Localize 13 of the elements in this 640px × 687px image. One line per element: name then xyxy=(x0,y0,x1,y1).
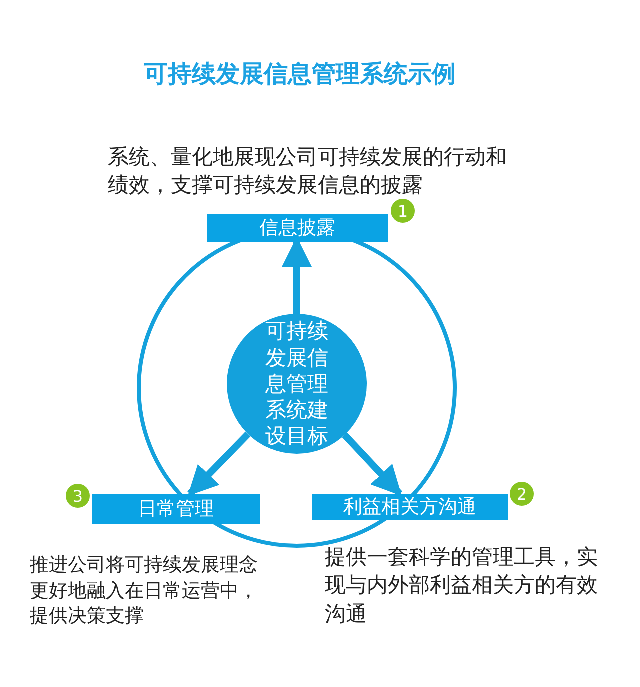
description-text: 提供一套科学的管理工具，实现与内外部利益相关方的有效沟通 xyxy=(325,544,599,628)
number-badge: 2 xyxy=(510,482,534,506)
arrow xyxy=(342,432,403,496)
process-box: 日常管理 xyxy=(92,494,260,524)
goal-text: 可持续发展信息管理系统建设目标 xyxy=(264,318,330,450)
title: 可持续发展信息管理系统示例 xyxy=(143,59,457,90)
number-badge: 3 xyxy=(66,484,90,508)
process-box: 信息披露 xyxy=(207,214,388,242)
process-box: 利益相关方沟通 xyxy=(312,494,508,520)
number-badge: 1 xyxy=(391,199,415,223)
arrow xyxy=(188,432,251,496)
description-text: 推进公司将可持续发展理念更好地融入在日常运营中，提供决策支撑 xyxy=(30,553,259,630)
description-text: 系统、量化地展现公司可持续发展的行动和绩效，支撑可持续发展信息的披露 xyxy=(108,144,508,200)
